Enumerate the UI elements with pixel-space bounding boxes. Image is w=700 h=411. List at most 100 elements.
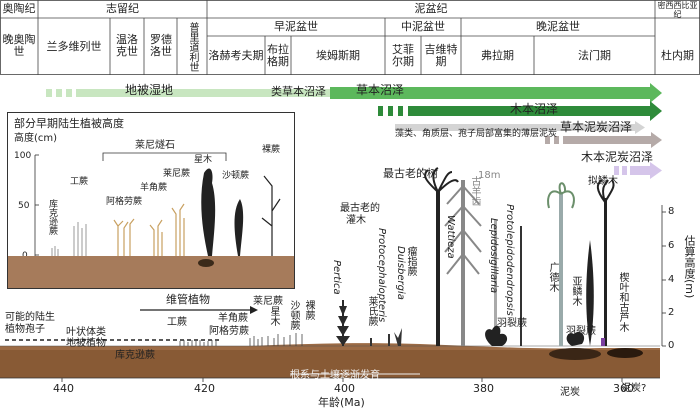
band-label-ground-wetland: 地被湿地 bbox=[125, 83, 174, 97]
inset-cooksonia: 库克逊蕨 bbox=[47, 199, 57, 235]
x-axis bbox=[0, 377, 660, 382]
small-shrubs bbox=[370, 328, 402, 346]
stage-famennian: 法门期 bbox=[578, 48, 611, 62]
band-woody-swamp bbox=[378, 101, 662, 121]
inset-psilophyton: 裸蕨 bbox=[262, 145, 281, 155]
taxon-pinnatifid-fern: 羽裂蕨 bbox=[497, 318, 527, 329]
band-woody-peat bbox=[614, 162, 662, 179]
taxon-sphenophyllum: 楔叶和古芦木 bbox=[617, 272, 628, 332]
sphenopsid-plant bbox=[601, 338, 605, 346]
wattieza-tree bbox=[424, 167, 459, 346]
spore-label-1: 可能的陆生 bbox=[5, 312, 55, 323]
lycopsid-tree bbox=[586, 240, 594, 346]
inset-horneophyton: 羊角蕨 bbox=[140, 183, 168, 193]
stage-eifelian: 艾菲尔期 bbox=[392, 43, 414, 68]
epoch-wenlock: 温洛克世 bbox=[116, 33, 138, 58]
x-tick-420: 420 bbox=[194, 382, 215, 395]
inset-graphic bbox=[8, 152, 294, 288]
spore-label-2: 植物孢子 bbox=[5, 324, 45, 335]
y-axis bbox=[661, 205, 666, 347]
period-devonian: 泥盆纪 bbox=[414, 2, 448, 15]
small-plant-zosterophyllum: 工蕨 bbox=[167, 317, 187, 328]
stage-givetian: 吉维特期 bbox=[424, 43, 458, 68]
inset-sawdonia: 沙顿蕨 bbox=[222, 171, 250, 181]
inset-rhynia: 莱尼蕨 bbox=[163, 169, 191, 179]
band-ground-wetland bbox=[46, 89, 346, 97]
oldest-tree-label: 最古老的树 bbox=[383, 167, 438, 180]
small-plant-aglaophyton: 阿格劳蕨 bbox=[209, 326, 249, 337]
x-tick-400: 400 bbox=[334, 382, 355, 395]
inset-ytick-100: 100 bbox=[14, 151, 32, 161]
small-plant-sawdonia: 沙顿蕨 bbox=[288, 300, 299, 330]
geologic-timescale: 奥陶纪 志留纪 泥盆纪 密西西比亚纪 早泥盆世 中泥盆世 晚泥盆世 晚奥陶世 兰… bbox=[0, 0, 700, 75]
inset-ylabel: 高度(cm) bbox=[14, 133, 58, 144]
taxon-leclercqia: 莱氏蕨 bbox=[366, 296, 377, 326]
peat-deposit bbox=[549, 348, 601, 360]
oldest-shrub-label-2: 灌木 bbox=[346, 215, 366, 226]
lepidosigillaria-tree bbox=[494, 220, 497, 346]
late-bush bbox=[566, 331, 585, 346]
band-label-woody-swamp: 木本沼泽 bbox=[510, 102, 559, 116]
vascular-label: 维管植物 bbox=[166, 293, 210, 306]
inset-zosterophyllum: 工蕨 bbox=[70, 177, 89, 187]
period-mississippian: 密西西比亚纪 bbox=[657, 0, 698, 19]
y-tick-4: 4 bbox=[668, 274, 675, 285]
y-tick-2: 2 bbox=[668, 307, 675, 318]
band-label-thin-peat: 藻类、角质层、孢子局部富集的薄层泥炭 bbox=[395, 129, 558, 139]
band-herb-marsh bbox=[330, 83, 662, 103]
epoch-pridoli: 普里道利世 bbox=[187, 22, 198, 72]
thalloid-label-2: 地被植物 bbox=[66, 338, 106, 349]
epoch-llandovery: 兰多维列世 bbox=[46, 39, 102, 53]
taxon-pseudolepidodendron: 拟鳞木 bbox=[588, 176, 618, 187]
band-label-herb-peat: 草本泥炭沼泽 bbox=[560, 120, 633, 134]
taxon-lepidosigillaria: Lepidosigillaria bbox=[488, 218, 499, 294]
taxon-cladoxylopsid: 瘤指蕨 bbox=[405, 246, 416, 276]
taxon-pinnatifid-fern-2: 羽裂蕨 bbox=[566, 326, 596, 337]
taxon-duisbergia: Duisbergia bbox=[395, 246, 406, 300]
stage-frasnian: 弗拉期 bbox=[481, 48, 514, 62]
soil-dark-layer bbox=[0, 350, 660, 378]
vascular-arrowhead bbox=[250, 306, 258, 314]
taxon-protocephalopteris: Protocephalopteris bbox=[376, 228, 387, 323]
subperiod-late-devonian: 晚泥盆世 bbox=[536, 20, 580, 33]
early-plants bbox=[179, 333, 303, 346]
taxon-archaeopteris: 古羊齿 bbox=[469, 176, 480, 206]
band-herb-peat bbox=[545, 132, 662, 148]
taxon-wattieza: Wattieza bbox=[445, 215, 456, 259]
x-tick-360: 360 bbox=[613, 382, 634, 395]
oldest-shrub-label-1: 最古老的 bbox=[340, 203, 380, 214]
small-plant-rhynia: 莱尼蕨 bbox=[253, 296, 283, 307]
y-tick-8: 8 bbox=[668, 206, 675, 217]
protolepidodendropsis bbox=[520, 226, 522, 346]
x-tick-440: 440 bbox=[53, 382, 74, 395]
small-plant-horneophyton: 羊角蕨 bbox=[218, 313, 248, 324]
timescale-grid bbox=[0, 0, 700, 75]
band-label-herb-like-marsh: 类草本沼泽 bbox=[271, 85, 326, 98]
height-18m-label: 18m bbox=[478, 170, 501, 181]
epoch-late-ordovician: 晚奥陶世 bbox=[2, 33, 36, 58]
stage-pragian: 布拉格期 bbox=[267, 43, 289, 68]
inset-early-plant-heights: 部分早期陆生植被高度 高度(cm) 100 50 0 莱尼燧石 库克 bbox=[7, 112, 295, 289]
band-label-herb-marsh: 草本沼泽 bbox=[356, 83, 405, 97]
archaeopteris-tree bbox=[444, 180, 482, 346]
x-axis-label: 年龄(Ma) bbox=[318, 396, 365, 409]
y-tick-6: 6 bbox=[668, 240, 675, 251]
y-tick-0: 0 bbox=[668, 340, 675, 351]
stage-lochkovian: 洛赫考夫期 bbox=[208, 48, 264, 62]
peat-question-label: 泥炭? bbox=[621, 383, 647, 394]
period-silurian: 志留纪 bbox=[106, 2, 139, 15]
stage-tournaisian: 杜内期 bbox=[661, 48, 694, 62]
inset-group-label: 莱尼燧石 bbox=[135, 140, 175, 151]
subperiod-early-devonian: 早泥盆世 bbox=[274, 20, 318, 33]
band-label-woody-peat: 木本泥炭沼泽 bbox=[581, 150, 654, 164]
inset-asteroxylon: 星木 bbox=[194, 155, 213, 165]
small-plant-cooksonia: 库克逊蕨 bbox=[115, 350, 155, 361]
inset-ytick-50: 50 bbox=[18, 201, 30, 211]
peat-deposit-late bbox=[607, 348, 643, 358]
taxon-sublepidodendron: 亚鳞木 bbox=[570, 276, 581, 306]
y-axis-label: 估算高度(m) bbox=[683, 235, 696, 299]
main-plot bbox=[0, 167, 666, 382]
fern-bush bbox=[485, 325, 508, 346]
x-tick-380: 380 bbox=[473, 382, 494, 395]
small-plant-psilophyton: 裸蕨 bbox=[303, 300, 314, 320]
